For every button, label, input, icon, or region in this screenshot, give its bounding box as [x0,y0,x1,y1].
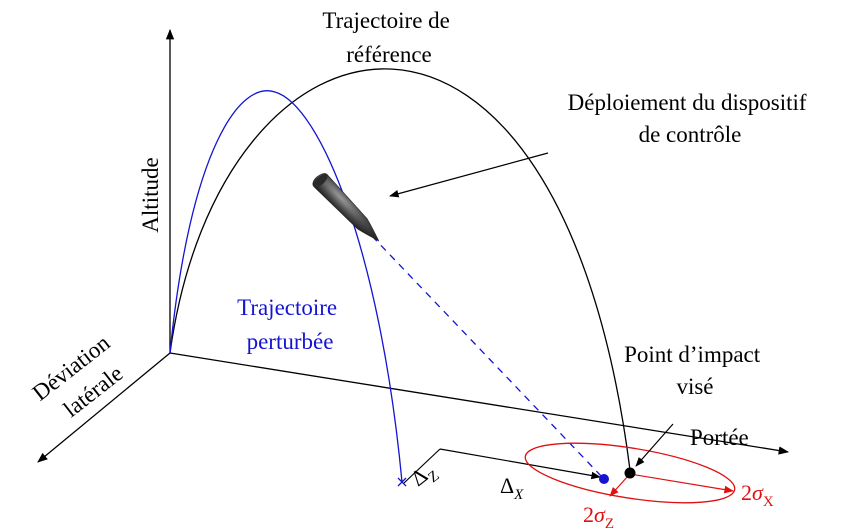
reference-trajectory [169,68,631,471]
altitude-label: Altitude [138,157,163,232]
aim-point-label: Point d’impact visé [624,342,766,399]
deployment-label: Déploiement du dispositif de contrôle [568,90,813,147]
controlled-trajectory [371,235,604,479]
range-label: Portée [690,425,749,450]
svg-text:Déviation latérale: Déviation latérale [28,327,139,431]
sigma-z-arrow [609,475,629,497]
deployment-arrow [389,152,549,198]
perturbed-trajectory [169,90,403,483]
reference-trajectory-label: Trajectoire de référence [322,8,455,67]
lateral-deviation-label: Déviation latérale [28,327,139,431]
sigma-z-label: 2σZ [583,502,614,529]
aim-point-arrow [635,423,674,467]
lateral-deviation-axis [37,352,171,463]
delta-z-line [403,448,441,484]
dispersion-ellipse [524,442,736,504]
actual-impact-point [599,474,609,484]
delta-x-label: ΔX [500,473,524,503]
delta-z-label: ΔZ [406,457,443,495]
sigma-x-arrow [629,473,734,494]
perturbed-trajectory-label: Trajectoire perturbée [237,295,343,354]
delta-x-line [439,448,601,480]
sigma-x-label: 2σX [741,480,774,510]
projectile-icon [312,173,380,242]
perturbed-impact-marker [397,477,407,487]
aim-point [624,467,636,479]
range-axis [169,352,790,455]
